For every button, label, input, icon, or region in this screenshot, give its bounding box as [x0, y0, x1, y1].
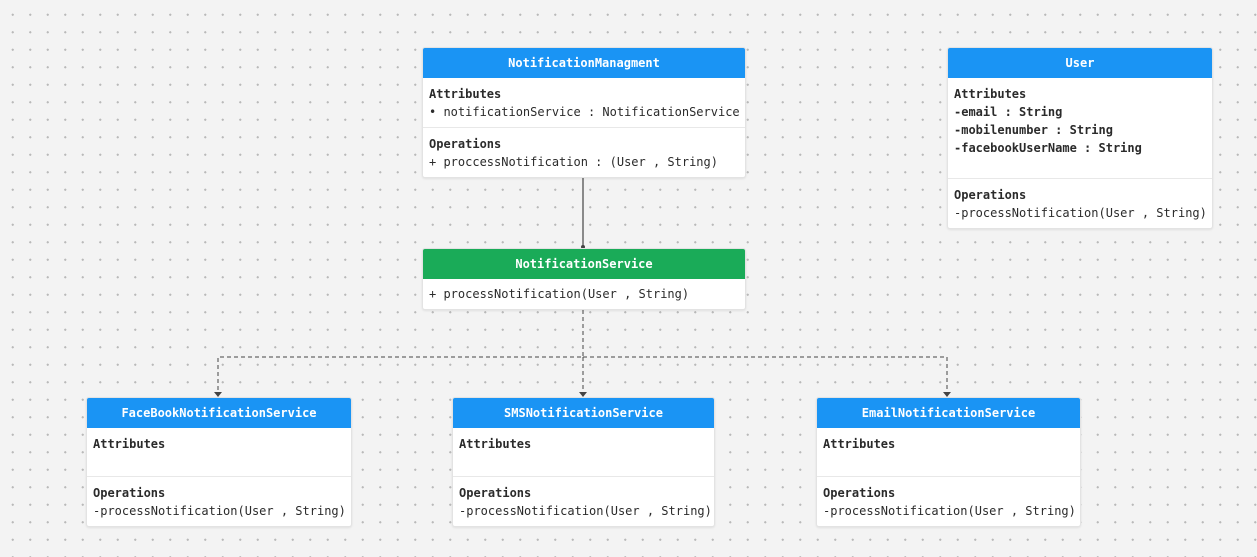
- operation-line: -processNotification(User , String): [93, 504, 346, 518]
- attributes-section: Attributes: [817, 428, 1080, 476]
- arrowhead-email: [943, 392, 951, 397]
- class-title: SMSNotificationService: [453, 398, 714, 428]
- attributes-title: Attributes: [459, 437, 532, 451]
- operations-section: Operations -processNotification(User , S…: [453, 476, 714, 526]
- operation-line: + proccessNotification : (User , String): [429, 155, 718, 169]
- attributes-title: Attributes: [93, 437, 166, 451]
- operations-title: Operations: [93, 486, 166, 500]
- class-notification-management[interactable]: NotificationManagment Attributes • notif…: [422, 47, 746, 178]
- attributes-title: Attributes: [823, 437, 896, 451]
- operations-title: Operations: [823, 486, 896, 500]
- attribute-line: -email : String: [954, 105, 1063, 119]
- attributes-section: Attributes -email : String -mobilenumber…: [948, 78, 1212, 178]
- class-sms-notification-service[interactable]: SMSNotificationService Attributes Operat…: [452, 397, 715, 527]
- attributes-section: Attributes • notificationService : Notif…: [423, 78, 745, 127]
- class-email-notification-service[interactable]: EmailNotificationService Attributes Oper…: [816, 397, 1081, 527]
- attributes-section: Attributes: [87, 428, 351, 476]
- operations-section: Operations -processNotification(User , S…: [87, 476, 351, 526]
- attribute-line: -facebookUserName : String: [954, 141, 1142, 155]
- class-title: NotificationService: [423, 249, 745, 279]
- operations-section: Operations + proccessNotification : (Use…: [423, 127, 745, 177]
- class-title: User: [948, 48, 1212, 78]
- class-notification-service[interactable]: NotificationService + processNotificatio…: [422, 248, 746, 310]
- arrowhead-facebook: [214, 392, 222, 397]
- operation-line: -processNotification(User , String): [459, 504, 712, 518]
- class-user[interactable]: User Attributes -email : String -mobilen…: [947, 47, 1213, 229]
- realization-connector-email: [583, 356, 948, 392]
- class-title: FaceBookNotificationService: [87, 398, 351, 428]
- operations-title: Operations: [459, 486, 532, 500]
- attributes-title: Attributes: [954, 87, 1027, 101]
- attribute-line: • notificationService : NotificationServ…: [429, 105, 740, 119]
- operations-title: Operations: [429, 137, 502, 151]
- attributes-title: Attributes: [429, 87, 502, 101]
- attributes-section: Attributes: [453, 428, 714, 476]
- operations-section: Operations -processNotification(User , S…: [948, 178, 1212, 228]
- operations-section: Operations -processNotification(User , S…: [817, 476, 1080, 526]
- operations-section: + processNotification(User , String): [423, 279, 745, 309]
- operations-title: Operations: [954, 188, 1027, 202]
- operation-line: -processNotification(User , String): [823, 504, 1076, 518]
- class-title: NotificationManagment: [423, 48, 745, 78]
- class-title: EmailNotificationService: [817, 398, 1080, 428]
- operation-line: -processNotification(User , String): [954, 206, 1207, 220]
- realization-connector-facebook: [217, 310, 584, 392]
- operation-line: + processNotification(User , String): [429, 287, 690, 301]
- class-facebook-notification-service[interactable]: FaceBookNotificationService Attributes O…: [86, 397, 352, 527]
- arrowhead-sms: [579, 392, 587, 397]
- attribute-line: -mobilenumber : String: [954, 123, 1113, 137]
